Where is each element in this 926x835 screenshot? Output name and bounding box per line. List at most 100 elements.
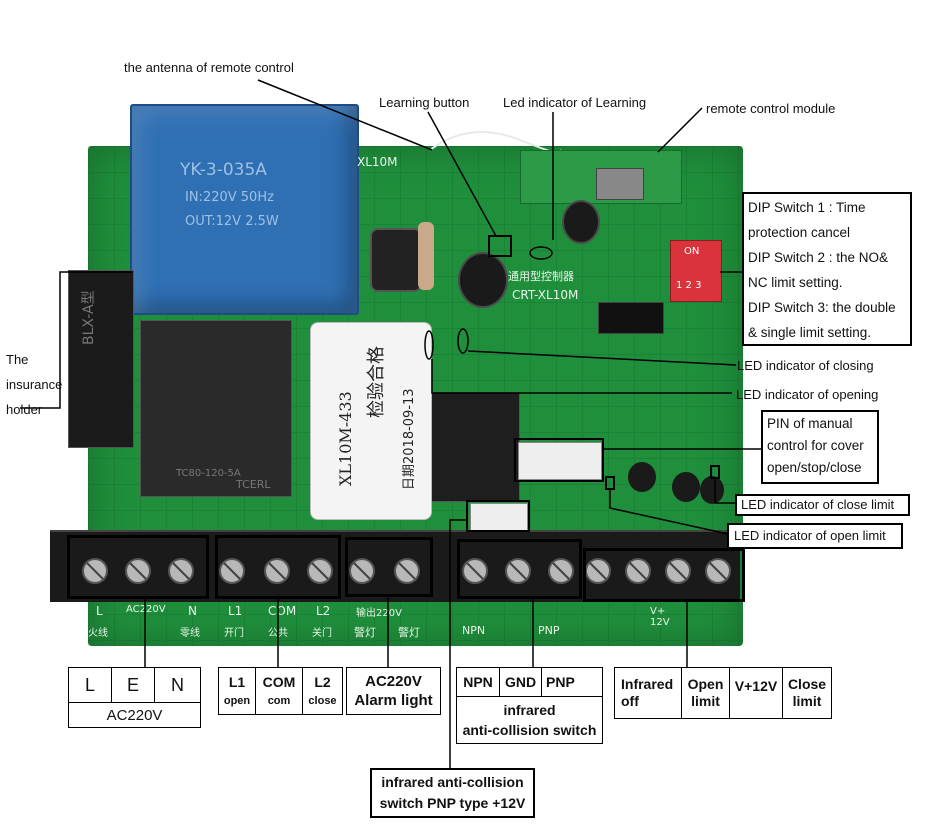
dip-line-3: DIP Switch 2 : the NO& (748, 250, 889, 265)
silk-l1: L1 (228, 604, 243, 618)
motor-com: COM (262, 674, 296, 690)
manual-line-1: PIN of manual (767, 416, 853, 431)
inspection-sticker (310, 322, 432, 520)
relay-print-1: TC80-120-5A (176, 468, 241, 479)
highlight-limit-terminals (583, 548, 745, 602)
ir-pnp: PNP (546, 673, 575, 690)
highlight-manual-pin (514, 438, 604, 482)
ir-caption-1: infrared (503, 701, 556, 718)
silk-ac220: AC220V (126, 604, 166, 615)
limit-open-1: Open (687, 676, 724, 692)
power-l-cell: L (68, 667, 112, 703)
limit-close-1: Close (787, 676, 827, 692)
highlight-infrared-terminals (457, 539, 582, 599)
dip-line-5: DIP Switch 3: the double (748, 300, 896, 315)
silk-l2: L2 (316, 604, 331, 618)
dip-num-print: 1 2 3 (676, 280, 702, 291)
silk-neutral: 零线 (180, 628, 200, 639)
alarm-cell: AC220V Alarm light (346, 667, 441, 715)
dip-line-1: DIP Switch 1 : Time (748, 200, 866, 215)
alarm-line-2: Alarm light (354, 692, 433, 709)
limit-ir-off-1: Infrared (621, 676, 674, 692)
manual-line-2: control for cover (767, 438, 864, 453)
limit-open-cell: Open limit (681, 667, 730, 719)
limit-close-2: limit (792, 693, 822, 709)
motor-l2-cell: L2 close (302, 667, 343, 715)
relay-1 (140, 320, 292, 497)
callout-led-closing: LED indicator of closing (737, 358, 874, 373)
highlight-power-terminals (67, 535, 209, 599)
callout-insurance-3: holder (6, 402, 43, 417)
callout-learning-led: Led indicator of Learning (503, 95, 647, 110)
silk-out: 输出220V (356, 608, 402, 619)
capacitor-5 (672, 472, 700, 502)
fuse-holder (68, 270, 134, 448)
power-n: N (171, 675, 184, 695)
silk-l: L (96, 604, 103, 618)
dip-line-2: protection cancel (748, 225, 851, 240)
board-name-print: XL10M (357, 155, 398, 169)
power-l: L (84, 675, 95, 695)
ir-npn-cell: NPN (456, 667, 500, 697)
dip-switch-info-box: DIP Switch 1 : Time protection cancel DI… (742, 192, 912, 346)
close-limit-led-box: LED indicator of close limit (735, 494, 910, 516)
ir-gnd-cell: GND (499, 667, 542, 697)
highlight-alarm-terminals (345, 537, 433, 597)
dip-line-6: & single limit setting. (748, 325, 872, 340)
ir-caption-2: anti-collision switch (462, 721, 597, 738)
crt-print: CRT-XL10M (512, 288, 579, 302)
highlight-motor-terminals (215, 535, 341, 599)
capacitor-2 (458, 252, 508, 308)
limit-ir-off-2: off (621, 693, 639, 709)
motor-com-cell: COM com (255, 667, 303, 715)
manual-line-3: open/stop/close (767, 460, 862, 475)
alarm-line-1: AC220V (365, 673, 422, 690)
limit-vplus-cell: V+12V (729, 667, 783, 719)
limit-open-2: limit (691, 693, 720, 709)
capacitor-6 (700, 476, 724, 504)
callout-antenna: the antenna of remote control (124, 60, 294, 75)
callout-insurance-2: insurance (6, 377, 63, 392)
transformer-label-2: IN:220V 50Hz (185, 190, 274, 205)
capacitor-3 (562, 200, 600, 244)
ic-chip (598, 302, 664, 334)
limit-close-cell: Close limit (782, 667, 832, 719)
silk-v12: V+ 12V (650, 606, 670, 628)
ir-pnp-cell: PNP (541, 667, 603, 697)
transformer (130, 104, 359, 315)
ir-gnd: GND (504, 673, 537, 690)
silk-lamp-1: 警灯 (354, 626, 376, 639)
remote-module-pins (596, 168, 644, 200)
motor-com-sub: com (267, 695, 291, 707)
capacitor-4 (628, 462, 656, 492)
power-caption: AC220V (106, 706, 163, 724)
callout-open-limit: LED indicator of open limit (734, 528, 886, 543)
highlight-open-limit-led (605, 476, 615, 490)
pnp-note-2: switch PNP type +12V (379, 795, 526, 811)
callout-insurance-1: The (6, 352, 29, 367)
power-n-cell: N (154, 667, 201, 703)
resistor (418, 222, 434, 290)
silk-open: 开门 (224, 628, 244, 639)
relay-print-2: TCERL (236, 478, 271, 491)
motor-l2: L2 (314, 674, 331, 690)
ir-npn: NPN (463, 673, 493, 690)
power-e: E (126, 675, 139, 695)
limit-vplus: V+12V (734, 678, 778, 694)
silk-com: COM (268, 604, 297, 618)
callout-led-opening: LED indicator of opening (736, 387, 879, 402)
power-e-cell: E (111, 667, 155, 703)
transformer-label-3: OUT:12V 2.5W (185, 214, 279, 229)
silk-n: N (188, 604, 197, 618)
dip-line-4: NC limit setting. (748, 275, 843, 290)
pnp-note-box: infrared anti-collision switch PNP type … (370, 768, 535, 818)
highlight-infrared-pin (466, 500, 530, 532)
chip-cn-print: 通用型控制器 (508, 270, 574, 283)
motor-l1-cell: L1 open (218, 667, 256, 715)
limit-ir-off-cell: Infrared off (614, 667, 682, 719)
silk-live: 火线 (88, 628, 108, 639)
motor-l1-sub: open (223, 695, 251, 707)
dip-switch (670, 240, 722, 302)
